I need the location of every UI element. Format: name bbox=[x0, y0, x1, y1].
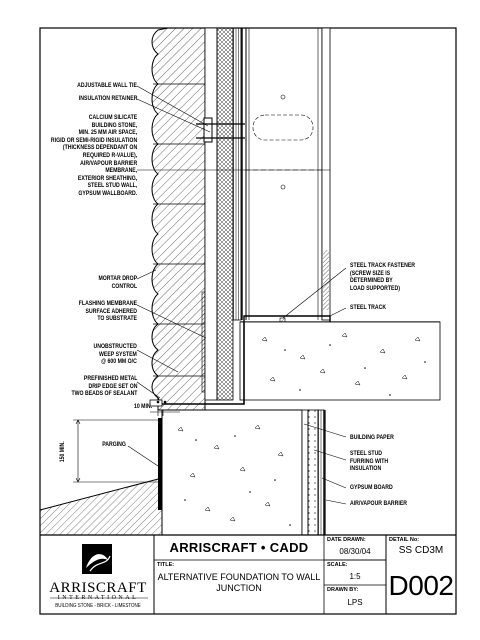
callout-wall-tie: ADJUSTABLE WALL TIE bbox=[77, 82, 137, 89]
detail-no-label: DETAIL No: bbox=[389, 537, 420, 543]
callout-insulation-retainer: INSULATION RETAINER bbox=[78, 95, 137, 102]
interior-furring-assembly bbox=[301, 409, 326, 536]
drawing-title: ALTERNATIVE FOUNDATION TO WALL JUNCTION bbox=[157, 572, 321, 593]
logo-tagline: BUILDING STONE - BRICK - LIMESTONE bbox=[55, 603, 141, 609]
date-label: DATE DRAWN: bbox=[327, 537, 366, 543]
callout-track-fastener: STEEL TRACK FASTENER (SCREW SIZE IS DETE… bbox=[350, 262, 416, 292]
scale-value: 1:5 bbox=[349, 572, 361, 581]
callout-drip-edge: PREFINISHED METAL DRIP EDGE SET ON TWO B… bbox=[71, 375, 137, 398]
steel-stud-wall bbox=[245, 27, 331, 321]
callout-parging: PARGING bbox=[102, 441, 126, 448]
detail-number: D002 bbox=[388, 570, 454, 601]
callout-leaders bbox=[127, 85, 347, 505]
title-block bbox=[40, 534, 456, 614]
callout-wall-assembly: CALCIUM SILICATE BUILDING STONE, MIN. 25… bbox=[50, 114, 138, 197]
callout-flashing-membrane: FLASHING MEMBRANE SURFACE ADHERED TO SUB… bbox=[78, 300, 137, 323]
callout-gypsum-board: GYPSUM BOARD bbox=[350, 484, 393, 491]
drawn-by-value: LPS bbox=[347, 598, 363, 607]
drawn-by-label: DRAWN BY: bbox=[327, 587, 359, 593]
company-header: ARRISCRAFT • CADD bbox=[169, 540, 309, 555]
callout-mortar-drop: MORTAR DROP CONTROL bbox=[98, 275, 137, 290]
rigid-insulation-layer bbox=[204, 27, 234, 401]
dimension-lines bbox=[73, 410, 180, 483]
detail-series: SS CD3M bbox=[398, 545, 444, 556]
dimension-150-min: 150 MIN. bbox=[58, 441, 66, 463]
concrete-foundation-wall bbox=[158, 409, 303, 536]
callout-building-paper: BUILDING PAPER bbox=[350, 434, 394, 441]
title-label: TITLE: bbox=[157, 562, 175, 568]
dimension-10-min: 10 MIN. bbox=[133, 403, 152, 410]
callout-stud-furring: STEEL STUD FURRING WITH INSULATION bbox=[350, 450, 389, 473]
arriscraft-logo-icon bbox=[50, 544, 148, 599]
callout-steel-track: STEEL TRACK bbox=[350, 304, 387, 311]
logo-name: ARRISCRAFT bbox=[49, 580, 147, 596]
finished-grade bbox=[39, 477, 163, 536]
calcium-silicate-stone-wall bbox=[151, 27, 211, 411]
flashing-membrane bbox=[149, 322, 245, 407]
callout-weep-system: UNOBSTRUCTED WEEP SYSTEM @ 600 MM O/C bbox=[93, 343, 137, 366]
callout-air-vapour-barrier: AIR/VAPOUR BARRIER bbox=[350, 500, 408, 507]
sheathing-layer bbox=[232, 27, 243, 321]
scale-label: SCALE: bbox=[327, 562, 348, 568]
logo-subtitle: INTERNATIONAL bbox=[57, 595, 139, 601]
date-value: 08/30/04 bbox=[339, 547, 371, 556]
concrete-slab bbox=[239, 321, 441, 401]
